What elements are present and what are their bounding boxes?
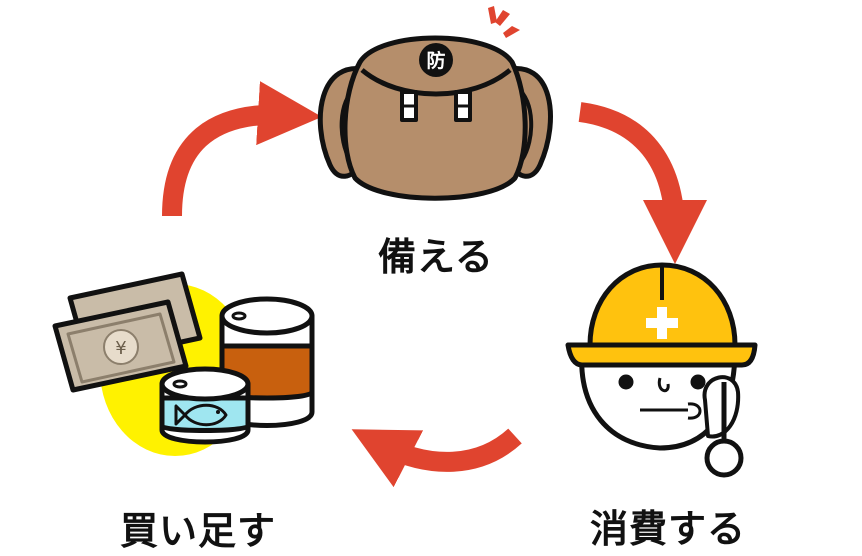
step-label-prepare: 備える <box>378 235 494 279</box>
step-label-consume: 消費する <box>590 507 747 551</box>
backpack-badge <box>419 43 453 77</box>
emphasis-marks-icon <box>488 6 520 38</box>
backpack-badge-text: 防 <box>426 49 445 72</box>
currency-symbol: ¥ <box>115 338 126 359</box>
arrow-consume-to-restock <box>351 428 522 488</box>
helmet-person-eating-icon <box>565 262 758 478</box>
emergency-backpack-icon <box>317 35 553 201</box>
arrow-restock-to-prepare <box>162 81 322 217</box>
arrow-prepare-to-consume <box>578 102 707 264</box>
step-label-restock: 買い足す <box>120 509 277 553</box>
money-and-canned-food-icon: ¥ <box>52 271 315 456</box>
